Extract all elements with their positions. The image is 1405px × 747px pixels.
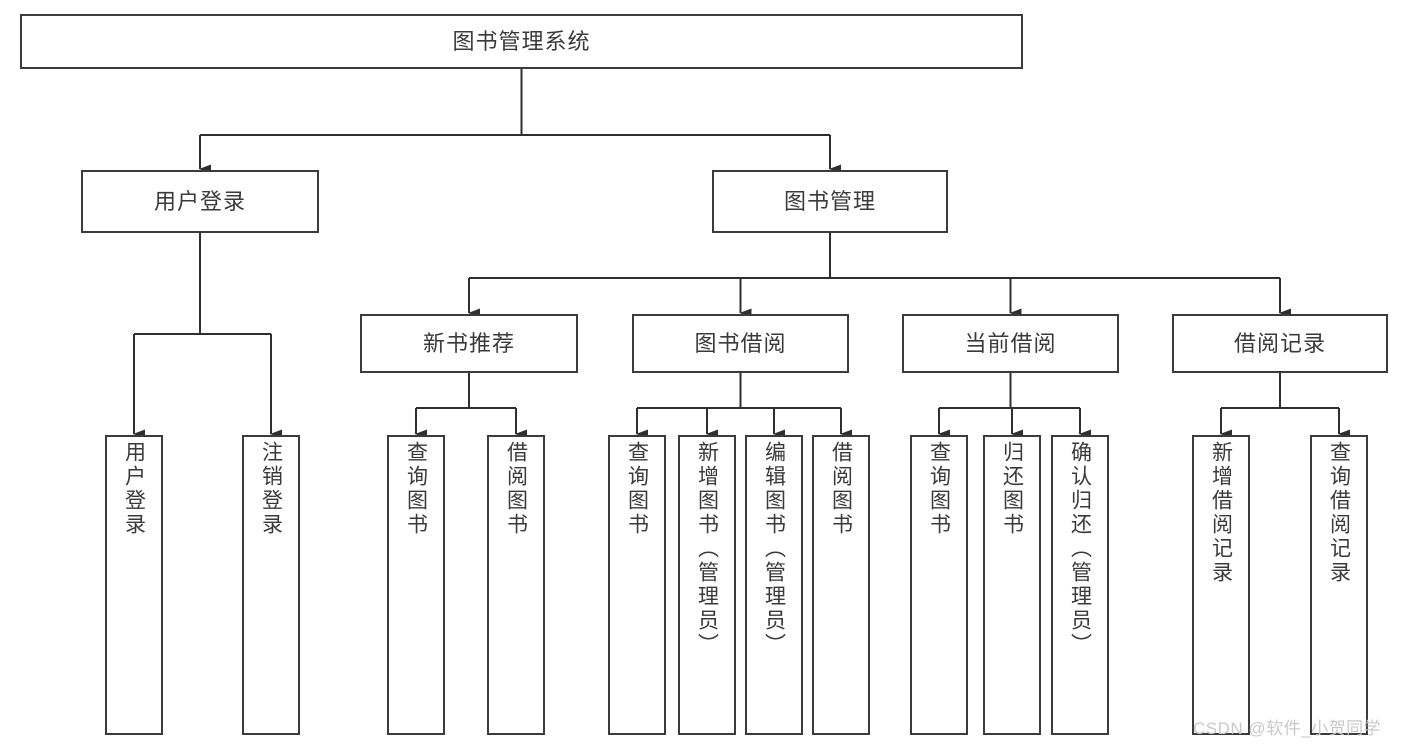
node-root[interactable]: 图书管理系统 [20,14,1023,69]
node-label: 新增图书（管理员） [695,441,719,657]
node-label: 新书推荐 [422,330,515,356]
node-label: 图书管理 [783,188,876,214]
node-label: 确认归还（管理员） [1068,441,1092,657]
node-leaf-rec-query-record[interactable]: 查询借阅记录 [1310,435,1368,735]
node-leaf-user-login[interactable]: 用户登录 [105,435,163,735]
node-new-book-rec[interactable]: 新书推荐 [360,314,578,373]
node-label: 查询借阅记录 [1327,441,1351,585]
node-label: 借阅图书 [504,441,528,537]
node-label: 用户登录 [122,441,146,537]
node-book-borrow[interactable]: 图书借阅 [632,314,849,373]
node-label: 查询图书 [404,441,428,537]
node-leaf-rec-borrow-book[interactable]: 借阅图书 [487,435,545,735]
node-leaf-borrow-borrow-book[interactable]: 借阅图书 [812,435,870,735]
node-label: 新增借阅记录 [1209,441,1233,585]
node-user-login[interactable]: 用户登录 [81,170,319,233]
node-label: 借阅图书 [829,441,853,537]
node-leaf-borrow-edit-book[interactable]: 编辑图书（管理员） [745,435,803,735]
node-leaf-user-logout[interactable]: 注销登录 [242,435,300,735]
node-label: 注销登录 [259,441,283,537]
node-current-borrow[interactable]: 当前借阅 [902,314,1119,373]
node-leaf-borrow-add-book[interactable]: 新增图书（管理员） [678,435,736,735]
node-leaf-cur-confirm-return[interactable]: 确认归还（管理员） [1051,435,1109,735]
node-label: 图书管理系统 [452,28,591,54]
node-borrow-record[interactable]: 借阅记录 [1172,314,1388,373]
node-label: 当前借阅 [964,330,1057,356]
node-book-manage[interactable]: 图书管理 [712,170,948,233]
node-label: 图书借阅 [694,330,787,356]
edge-lines [132,69,1350,439]
node-leaf-rec-query-book[interactable]: 查询图书 [387,435,445,735]
node-label: 借阅记录 [1233,330,1326,356]
node-label: 用户登录 [153,188,246,214]
node-label: 查询图书 [927,441,951,537]
node-leaf-rec-add-record[interactable]: 新增借阅记录 [1192,435,1250,735]
node-leaf-cur-query-book[interactable]: 查询图书 [910,435,968,735]
node-leaf-borrow-query-book[interactable]: 查询图书 [608,435,666,735]
csdn-watermark: CSDN @软件_小贺同学 [1193,719,1382,738]
node-label: 归还图书 [1000,441,1024,537]
node-label: 编辑图书（管理员） [762,441,786,657]
node-label: 查询图书 [625,441,649,537]
node-leaf-cur-return-book[interactable]: 归还图书 [983,435,1041,735]
